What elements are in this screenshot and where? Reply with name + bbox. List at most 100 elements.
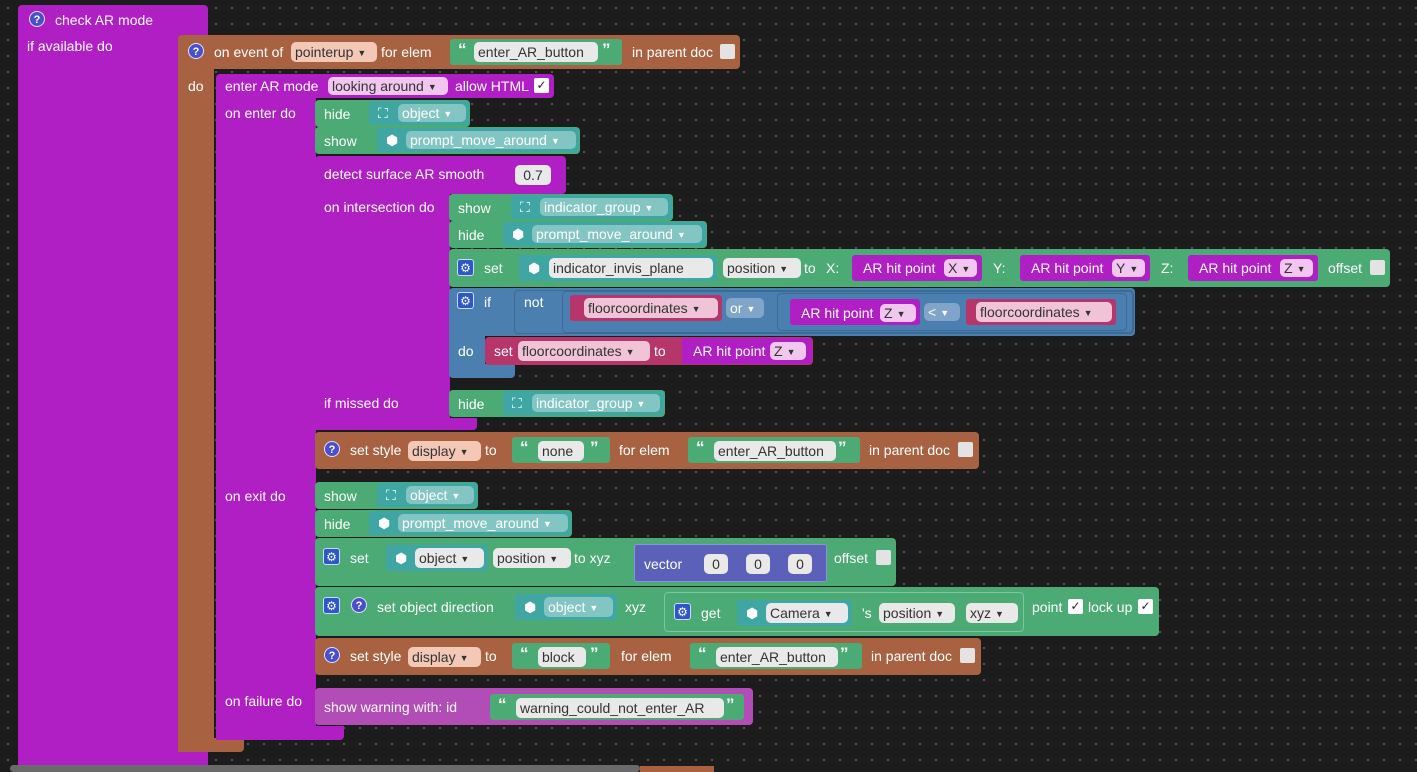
if-block-spine xyxy=(449,330,485,366)
z-label: Z: xyxy=(1161,260,1174,276)
if-available-label: if available do xyxy=(27,38,113,54)
for-elem-label: for elem xyxy=(619,442,670,458)
gear-icon[interactable]: ⚙ xyxy=(457,292,474,309)
style-property-dropdown[interactable]: display▼ xyxy=(408,441,481,461)
gear-icon[interactable]: ⚙ xyxy=(323,548,340,565)
floorcoordinates-dropdown[interactable]: floorcoordinates▼ xyxy=(518,341,650,361)
floorcoordinates-dropdown[interactable]: floorcoordinates▼ xyxy=(976,302,1112,322)
in-parent-doc-label: in parent doc xyxy=(632,44,713,60)
indicator-dropdown[interactable]: indicator_group▼ xyxy=(532,394,660,412)
object-ref-block[interactable] xyxy=(377,483,477,507)
prompt-dropdown[interactable]: prompt_move_around▼ xyxy=(398,514,568,532)
ar-mode-dropdown[interactable]: looking around▼ xyxy=(328,77,448,95)
lock-up-checkbox[interactable]: ✓ xyxy=(1138,599,1153,614)
hide-label: hide xyxy=(324,106,351,122)
camera-dropdown[interactable]: Camera▼ xyxy=(766,603,848,623)
compare-dropdown[interactable]: <▼ xyxy=(924,303,960,321)
offset-checkbox[interactable] xyxy=(1370,260,1385,275)
style-value-field[interactable]: none xyxy=(538,441,584,461)
cube-icon: ⬢ xyxy=(512,226,525,242)
group-icon: ⛶ xyxy=(378,105,388,121)
property-dropdown[interactable]: position▼ xyxy=(493,548,571,568)
gear-icon[interactable]: ⚙ xyxy=(457,259,474,276)
plane-dropdown[interactable]: indicator_invis_plane xyxy=(549,258,713,278)
z-axis-dropdown[interactable]: Z▼ xyxy=(770,342,806,360)
prompt-ref-block[interactable] xyxy=(377,128,579,152)
elem-text-field[interactable]: enter_AR_button xyxy=(716,647,838,667)
prompt-ref-block[interactable] xyxy=(503,222,706,246)
object-ref-block[interactable] xyxy=(515,594,617,620)
floorcoordinates-dropdown[interactable]: floorcoordinates▼ xyxy=(584,298,718,318)
event-type-dropdown[interactable]: pointerup▼ xyxy=(291,42,377,62)
detect-surface-spine xyxy=(315,190,450,430)
object-dropdown[interactable]: object▼ xyxy=(398,104,466,122)
property-dropdown[interactable]: position▼ xyxy=(723,258,801,278)
x-axis-dropdown[interactable]: X▼ xyxy=(944,259,977,277)
ar-hit-z-label: AR hit point xyxy=(1199,260,1272,276)
in-parent-doc-label: in parent doc xyxy=(871,648,952,664)
hide-label: hide xyxy=(458,227,485,243)
warning-id-field[interactable]: warning_could_not_enter_AR xyxy=(516,698,724,718)
cube-icon: ⬢ xyxy=(528,260,541,276)
gear-icon[interactable]: ⚙ xyxy=(674,603,691,620)
gear-icon[interactable]: ⚙ xyxy=(323,597,340,614)
horizontal-scrollbar[interactable] xyxy=(10,765,640,772)
indicator-ref-block[interactable] xyxy=(511,195,672,219)
quote-icon: “ xyxy=(458,40,467,59)
quote-icon: “ xyxy=(498,695,507,714)
help-icon[interactable]: ? xyxy=(324,647,340,663)
help-icon[interactable]: ? xyxy=(351,597,367,613)
in-parent-doc-checkbox[interactable] xyxy=(720,44,735,59)
offset-checkbox[interactable] xyxy=(876,550,891,565)
prompt-dropdown[interactable]: prompt_move_around▼ xyxy=(406,131,576,149)
component-dropdown[interactable]: xyz▼ xyxy=(966,603,1018,623)
cube-icon: ⬢ xyxy=(524,599,537,615)
style-value-field[interactable]: block xyxy=(538,647,586,667)
to-label: to xyxy=(485,442,497,458)
possessive-label: 's xyxy=(862,605,872,621)
next-block-edge xyxy=(640,766,714,772)
lock-up-label: lock up xyxy=(1088,599,1133,615)
help-icon[interactable]: ? xyxy=(188,43,204,59)
get-property-dropdown[interactable]: position▼ xyxy=(879,603,955,623)
check-ar-mode-block[interactable] xyxy=(18,5,208,772)
help-icon[interactable]: ? xyxy=(29,11,45,27)
style-property-dropdown[interactable]: display▼ xyxy=(408,647,481,667)
object-dropdown[interactable]: object▼ xyxy=(415,548,484,568)
object-ref-block[interactable] xyxy=(369,101,469,125)
vector-y-field[interactable]: 0 xyxy=(746,554,770,574)
object-dropdown[interactable]: object▼ xyxy=(544,597,613,617)
or-dropdown[interactable]: or▼ xyxy=(726,298,764,318)
vector-x-field[interactable]: 0 xyxy=(704,554,728,574)
object-dropdown[interactable]: object▼ xyxy=(406,486,474,504)
offset-label: offset xyxy=(1328,260,1362,276)
x-label: X: xyxy=(826,260,840,276)
vector-z-field[interactable]: 0 xyxy=(788,554,812,574)
point-checkbox[interactable]: ✓ xyxy=(1068,599,1083,614)
show-label: show xyxy=(324,488,357,504)
check-ar-title: check AR mode xyxy=(55,12,154,28)
prompt-dropdown[interactable]: prompt_move_around▼ xyxy=(532,225,702,243)
z-axis-dropdown[interactable]: Z▼ xyxy=(880,304,916,322)
smooth-number-field[interactable]: 0.7 xyxy=(515,165,551,185)
help-icon[interactable]: ? xyxy=(324,441,340,457)
if-label: if xyxy=(484,294,491,310)
indicator-dropdown[interactable]: indicator_group▼ xyxy=(540,198,668,216)
if-block-footer xyxy=(449,364,515,378)
indicator-ref-block[interactable] xyxy=(503,391,664,415)
allow-html-checkbox[interactable]: ✓ xyxy=(534,78,549,93)
detect-surface-footer xyxy=(315,418,477,430)
elem-text-field[interactable]: enter_AR_button xyxy=(714,441,836,461)
enter-ar-label: enter AR mode xyxy=(225,78,319,94)
in-parent-doc-checkbox[interactable] xyxy=(958,442,973,457)
on-failure-label: on failure do xyxy=(225,693,303,709)
quote-close-icon: ” xyxy=(838,438,847,457)
if-do-label: do xyxy=(458,343,474,359)
elem-text-field[interactable]: enter_AR_button xyxy=(474,42,598,62)
prompt-ref-block[interactable] xyxy=(369,511,571,535)
y-axis-dropdown[interactable]: Y▼ xyxy=(1112,259,1145,277)
ar-hit-z-label: AR hit point xyxy=(693,343,766,359)
in-parent-doc-checkbox[interactable] xyxy=(960,648,975,663)
cube-icon: ⬢ xyxy=(746,605,759,621)
z-axis-dropdown[interactable]: Z▼ xyxy=(1280,259,1313,277)
